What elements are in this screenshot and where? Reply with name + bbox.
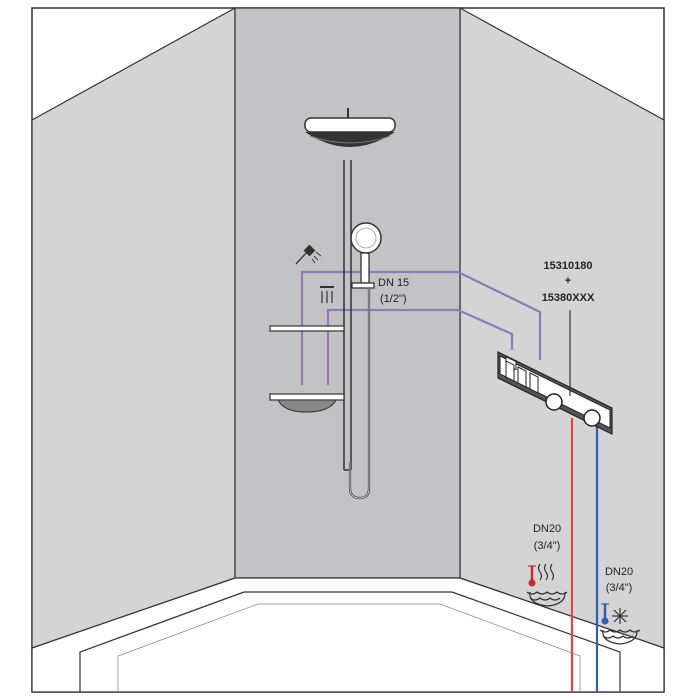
cold-supply-size: DN20 [604, 566, 634, 578]
hand-shower-icon [295, 244, 322, 265]
hot-water-icon [526, 563, 568, 607]
mixer-knob-left [545, 393, 563, 411]
product-code-main: 15310180 [543, 260, 593, 272]
shelf-lower [269, 393, 345, 413]
shower-outlet-pipes [300, 270, 542, 385]
product-code-trim: 15380XXX [541, 292, 595, 304]
shower-pipe-size: DN 15 [378, 277, 410, 289]
bathtub [31, 577, 665, 693]
overhead-shower-icon [320, 286, 334, 303]
cold-water-icon [599, 603, 641, 645]
hot-supply-inch: (3/4") [533, 540, 561, 552]
product-code-plus: + [564, 275, 572, 287]
shower-pipe-inch: (1/2") [380, 293, 407, 305]
back-wall [234, 7, 461, 579]
thermostat-mixer [497, 351, 613, 435]
overhead-shower [304, 108, 396, 147]
hand-shower [350, 222, 382, 289]
left-wall [31, 6, 236, 649]
cold-supply-inch: (3/4") [605, 582, 633, 594]
shelf-upper [269, 325, 345, 332]
mixer-knob-right [583, 409, 601, 427]
hot-supply-size: DN20 [532, 523, 562, 535]
